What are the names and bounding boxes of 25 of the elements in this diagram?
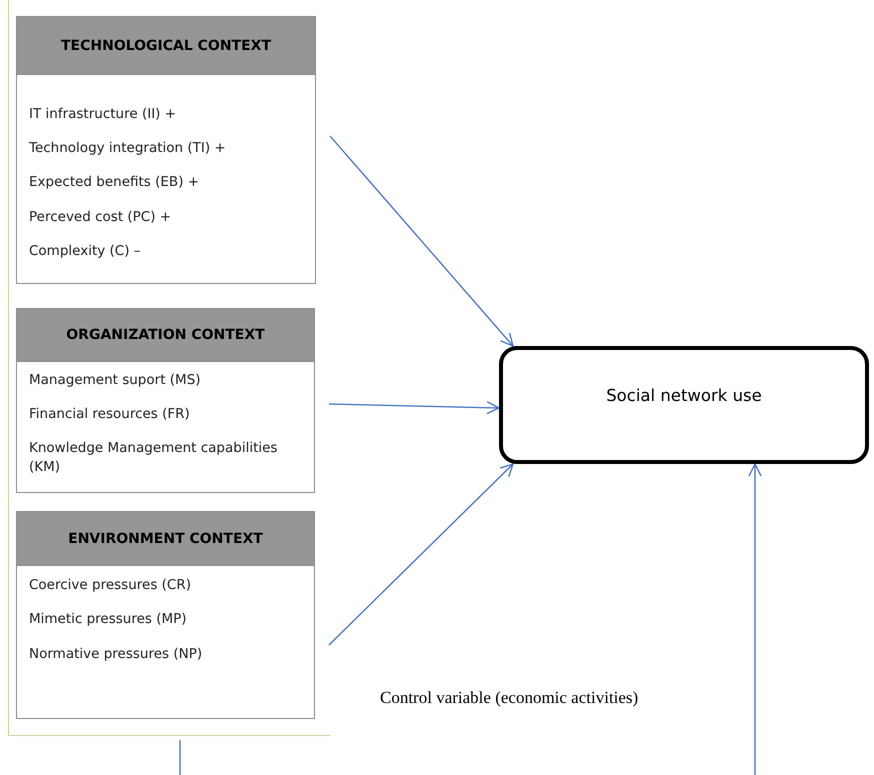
factor-text: Financial resources (FR) xyxy=(29,405,191,424)
control-variable-label: Control variable (economic activities) xyxy=(380,688,638,708)
context-panel xyxy=(16,511,315,719)
factor-text: Normative pressures (NP) xyxy=(29,645,204,664)
arrow xyxy=(328,401,500,414)
factor-text: Coercive pressures (CR) xyxy=(29,576,192,595)
arrow xyxy=(328,463,514,646)
factor-text: Knowledge Management capabilities (KM) xyxy=(29,439,278,477)
factor-text: IT infrastructure (II) + xyxy=(29,105,178,124)
factor-text: Complexity (C) – xyxy=(29,242,142,261)
arrow xyxy=(748,463,762,775)
factor-text: Technology integration (TI) + xyxy=(29,139,227,158)
group-frame xyxy=(8,0,330,736)
context-panel xyxy=(16,308,315,493)
factor-text: Perceved cost (PC) + xyxy=(29,208,172,227)
arrow xyxy=(330,136,514,347)
panel-heading: ORGANIZATION CONTEXT xyxy=(17,309,314,362)
panel-heading: TECHNOLOGICAL CONTEXT xyxy=(17,17,315,75)
factor-text: Mimetic pressures (MP) xyxy=(29,610,188,629)
factor-text: Expected benefits (EB) + xyxy=(29,173,200,192)
outcome-text: Social network use xyxy=(605,386,763,405)
context-panel xyxy=(16,16,316,284)
factor-text: Management suport (MS) xyxy=(29,371,202,390)
panel-heading: ENVIRONMENT CONTEXT xyxy=(17,512,314,566)
outcome-box xyxy=(499,346,869,464)
